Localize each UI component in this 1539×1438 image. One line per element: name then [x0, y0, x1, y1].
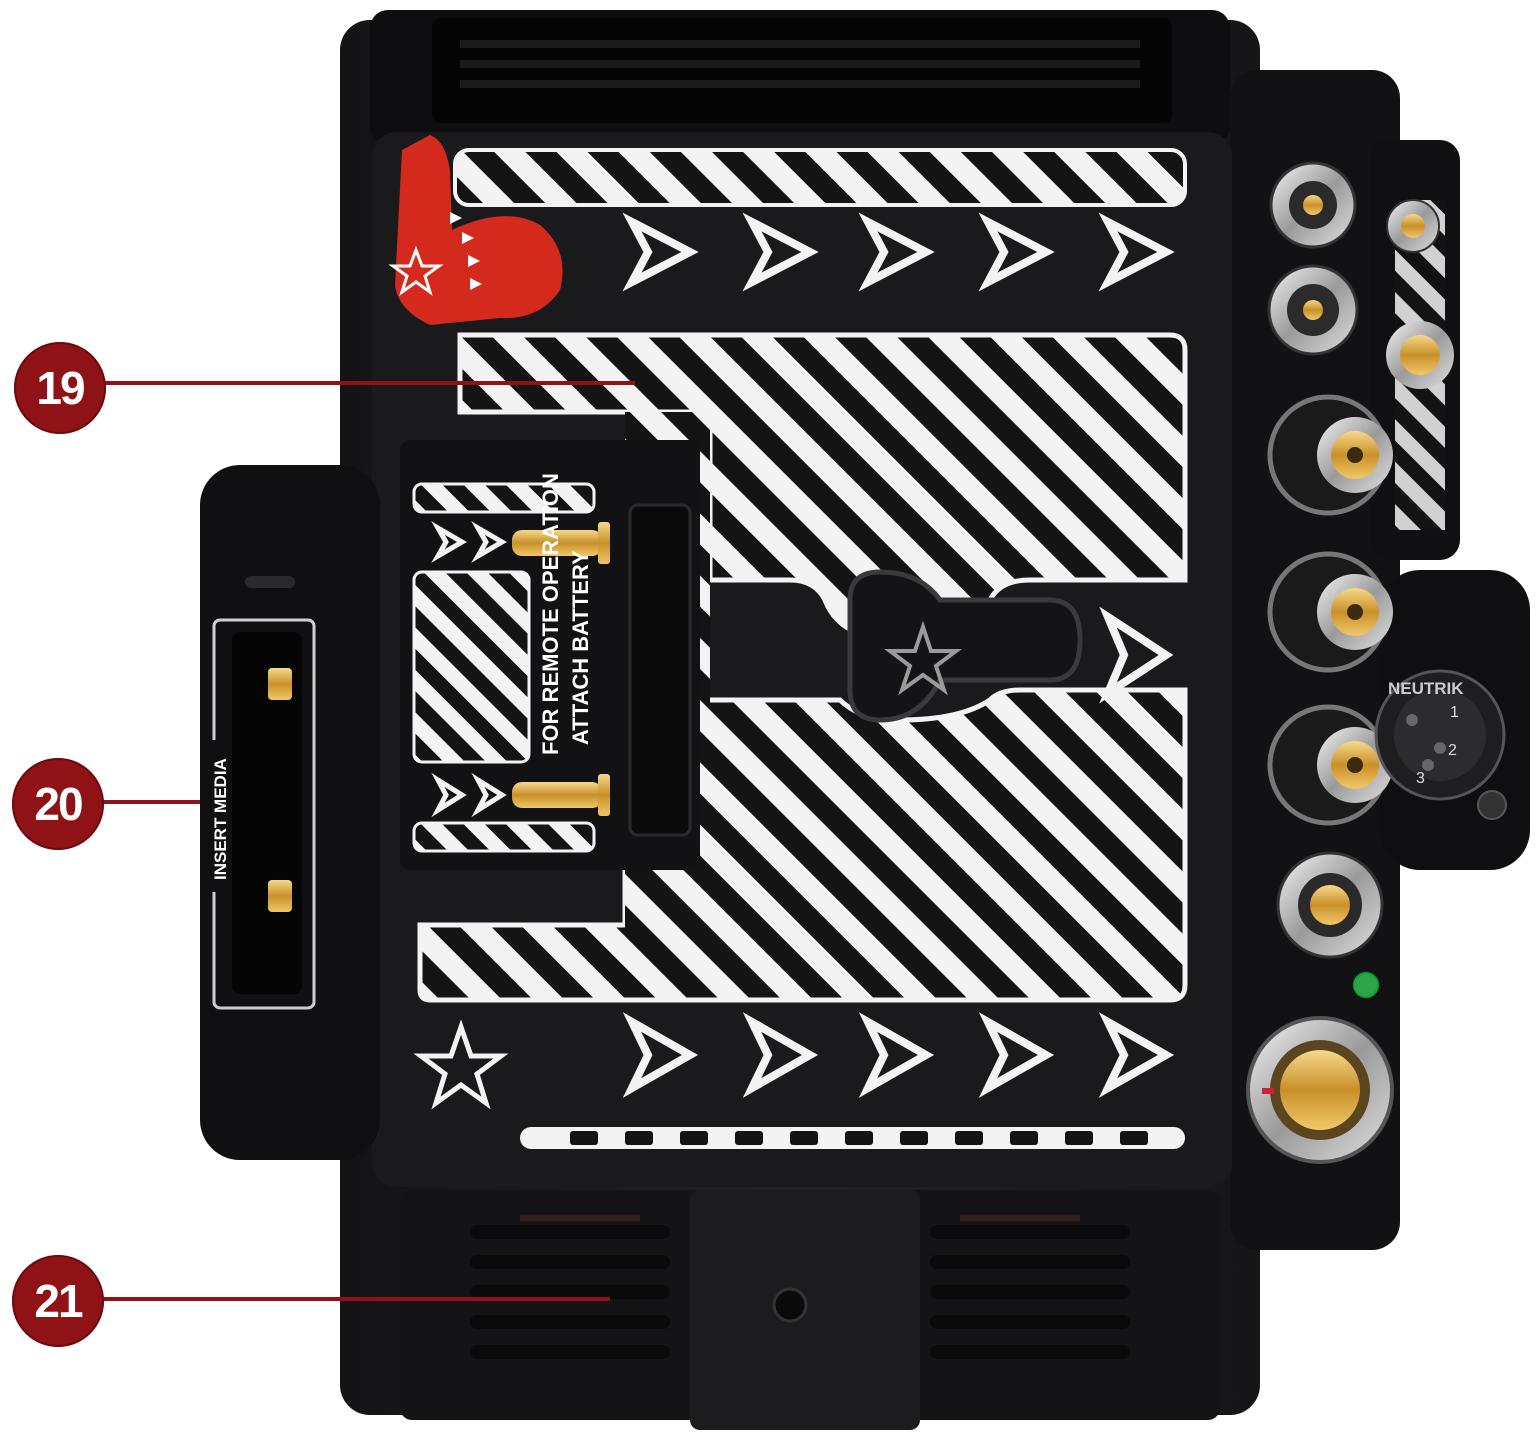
battery-mount-plate: FOR REMOTE OPERATION ATTACH BATTERY — [372, 132, 1232, 1187]
chevron-right-icon — [1098, 1012, 1175, 1098]
bnc-connector — [1267, 394, 1393, 516]
lemo-connector — [1269, 161, 1357, 249]
chevron-right-icon — [1098, 212, 1175, 292]
media-slot-label: INSERT MEDIA — [211, 758, 230, 880]
chevron-right-icon — [471, 521, 507, 563]
chevron-right-icon — [858, 1012, 935, 1098]
xlr-pin-label: 1 — [1450, 704, 1459, 721]
battery-contact-pin — [512, 522, 610, 564]
callout-leader-21 — [100, 1297, 610, 1301]
callout-leader-19 — [105, 381, 635, 385]
chevron-right-icon — [742, 212, 819, 292]
xlr-connector: 1 2 3 NEUTRIK — [1374, 669, 1507, 820]
bnc-connector — [1386, 321, 1454, 389]
chevron-right-icon — [1099, 606, 1174, 704]
chevron-right-icon — [622, 212, 699, 292]
bnc-connector — [1267, 551, 1393, 673]
chevron-right-icon — [742, 1012, 819, 1098]
status-led — [1353, 972, 1379, 998]
lemo-connector — [1267, 264, 1359, 356]
connector-column: 1 2 3 NEUTRIK — [1246, 161, 1507, 1164]
chevron-right-icon — [978, 212, 1055, 292]
battery-hint-text: FOR REMOTE OPERATION — [538, 473, 563, 755]
chevron-right-icon — [622, 1012, 699, 1098]
chevron-right-icon — [978, 1012, 1055, 1098]
lemo-connector — [1386, 199, 1440, 253]
chevron-right-icon — [431, 521, 467, 563]
chevron-right-icon — [858, 212, 935, 292]
cooling-vents — [400, 1190, 1220, 1430]
xlr-pin-label: 3 — [1416, 770, 1425, 787]
media-module: INSERT MEDIA — [200, 465, 380, 1160]
star-icon — [413, 1019, 509, 1110]
multipin-connector — [1276, 851, 1384, 959]
callout-badge-20: 20 — [12, 758, 104, 850]
star-icon — [388, 245, 444, 296]
chevron-right-icon — [471, 772, 507, 818]
chevron-right-icon — [431, 772, 467, 818]
xlr-pin-label: 2 — [1448, 742, 1457, 759]
power-connector — [1246, 1016, 1394, 1164]
battery-contact-pin — [512, 774, 610, 816]
callout-badge-21: 21 — [12, 1255, 104, 1347]
battery-release-tab — [388, 135, 563, 325]
callout-badge-19: 19 — [14, 342, 106, 434]
xlr-brand-label: NEUTRIK — [1388, 679, 1464, 698]
star-icon — [884, 620, 962, 696]
callout-leader-20 — [100, 800, 200, 804]
battery-hint-text: ATTACH BATTERY — [568, 550, 593, 745]
